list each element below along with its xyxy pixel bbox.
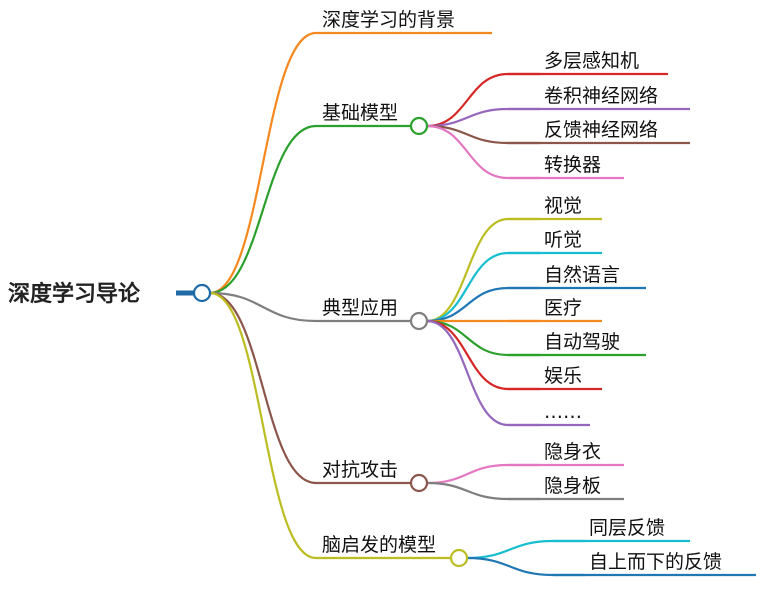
- leaf-3-2[interactable]: 听觉: [426, 229, 602, 323]
- branch-1[interactable]: 深度学习的背景: [209, 9, 492, 295]
- branch-circle-node-4[interactable]: [409, 473, 429, 493]
- branch-edge-1: [209, 31, 317, 295]
- leaf-2-1[interactable]: 多层感知机: [426, 50, 668, 128]
- branch-label-5: 脑启发的模型: [322, 534, 436, 556]
- branch-4[interactable]: 对抗攻击: [209, 291, 411, 485]
- leaf-edge-2-3: [426, 124, 540, 145]
- branch-label-1: 深度学习的背景: [322, 9, 455, 31]
- leaf-label-2-1: 多层感知机: [544, 50, 639, 72]
- root-node[interactable]: 深度学习导论: [8, 281, 212, 307]
- leaf-label-3-7: ……: [544, 401, 582, 423]
- branch-edge-4: [209, 291, 317, 485]
- leaf-edge-5-1: [466, 539, 585, 560]
- nodes-layer: [409, 116, 469, 568]
- branch-edge-2: [209, 124, 317, 295]
- root-label: 深度学习导论: [8, 281, 141, 307]
- branch-3[interactable]: 典型应用: [209, 291, 411, 323]
- branch-2[interactable]: 基础模型: [209, 102, 411, 295]
- branch-label-3: 典型应用: [322, 297, 398, 319]
- leaf-label-3-6: 娱乐: [544, 365, 582, 387]
- branch-circle-node-5[interactable]: [449, 548, 469, 568]
- leaf-edge-3-6: [426, 319, 540, 391]
- leaf-label-2-2: 卷积神经网络: [544, 85, 658, 107]
- branch-label-2: 基础模型: [322, 102, 398, 124]
- leaf-edge-3-2: [426, 251, 540, 323]
- leaf-edge-2-1: [426, 72, 540, 128]
- leaf-3-1[interactable]: 视觉: [426, 195, 602, 323]
- leaf-2-3[interactable]: 反馈神经网络: [426, 119, 690, 145]
- branch-5[interactable]: 脑启发的模型: [209, 291, 451, 560]
- leaf-label-3-3: 自然语言: [544, 264, 620, 286]
- leaf-edge-4-1: [426, 463, 540, 485]
- branch-circle-node-3[interactable]: [409, 311, 429, 331]
- branch-circle-node-2[interactable]: [409, 116, 429, 136]
- leaf-edge-2-4: [426, 124, 540, 180]
- leaf-edge-3-1: [426, 217, 540, 323]
- leaf-label-3-5: 自动驾驶: [544, 331, 620, 353]
- leaf-label-4-1: 隐身衣: [544, 441, 601, 463]
- leaf-3-6[interactable]: 娱乐: [426, 319, 602, 391]
- branch-edge-3: [209, 291, 317, 323]
- leaf-4-2[interactable]: 隐身板: [426, 475, 624, 501]
- leaf-label-4-2: 隐身板: [544, 475, 601, 497]
- leaf-3-5[interactable]: 自动驾驶: [426, 319, 646, 357]
- leaf-edge-3-3: [426, 286, 540, 323]
- leaf-3-3[interactable]: 自然语言: [426, 264, 646, 323]
- leaf-3-7[interactable]: ……: [426, 319, 590, 427]
- root-circle-node[interactable]: [192, 283, 212, 303]
- leaf-label-3-2: 听觉: [544, 229, 582, 251]
- leaf-5-2[interactable]: 自上而下的反馈: [466, 551, 756, 577]
- leaf-edge-3-5: [426, 319, 540, 357]
- leaf-2-4[interactable]: 转换器: [426, 124, 624, 180]
- leaf-edge-3-7: [426, 319, 540, 427]
- leaf-label-3-1: 视觉: [544, 195, 582, 217]
- leaf-edge-4-2: [426, 481, 540, 501]
- leaf-edge-5-2: [466, 556, 585, 577]
- leaf-label-5-2: 自上而下的反馈: [589, 551, 722, 573]
- leaf-label-2-4: 转换器: [544, 154, 601, 176]
- leaf-label-5-1: 同层反馈: [589, 517, 665, 539]
- leaf-3-4[interactable]: 医疗: [427, 297, 602, 323]
- branch-label-4: 对抗攻击: [322, 459, 398, 481]
- leaf-label-3-4: 医疗: [544, 297, 582, 319]
- leaf-edge-2-2: [426, 107, 540, 128]
- branch-edge-5: [209, 291, 317, 560]
- leaf-label-2-3: 反馈神经网络: [544, 119, 658, 141]
- leaf-2-2[interactable]: 卷积神经网络: [426, 85, 690, 128]
- leaf-5-1[interactable]: 同层反馈: [466, 517, 690, 560]
- leaf-4-1[interactable]: 隐身衣: [426, 441, 624, 485]
